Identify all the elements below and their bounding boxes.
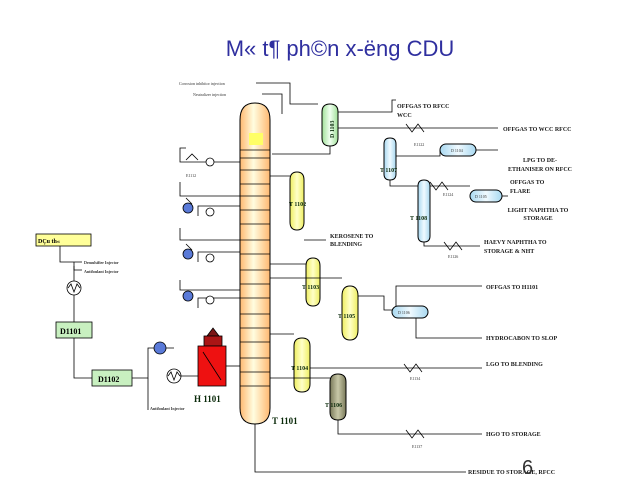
antifoulant-top-line: [73, 266, 82, 271]
t1103-label: T 1103: [302, 285, 319, 291]
corrosion-injection-line: [256, 82, 318, 105]
kerosene-label-1: KEROSENE TO: [330, 234, 374, 240]
drum-d1106: [391, 305, 429, 319]
heavy-naphtha-label-2: STORAGE & NHT: [484, 249, 534, 255]
corrosion-injection-label: Corrosion inhibitor injection: [179, 81, 225, 86]
feed-box: [35, 233, 92, 247]
offgas-h1101-label: OFFGAS TO H1101: [486, 285, 538, 291]
feed-preheater: [66, 280, 82, 296]
h1101-label: H 1101: [194, 394, 221, 404]
light-naphtha-label-2: STORAGE: [523, 216, 552, 222]
tower-t1107: [383, 137, 397, 181]
lpg-label-1: LPG TO DE-: [523, 158, 557, 164]
light-naphtha-label-1: LIGHT NAPHTHA TO: [508, 208, 569, 214]
hydrocarbon-slop-label: HYDROCABON TO SLOP: [486, 336, 557, 342]
neutralizer-injection-label: Neutralizer injection: [193, 92, 226, 97]
t1108-bottoms: [423, 242, 480, 247]
e1112-label: E1112: [186, 173, 196, 178]
neutralizer-injection-line: [262, 93, 283, 114]
stripper-t1105: [341, 285, 359, 341]
feed-label: DÇu th«: [38, 239, 60, 245]
heavy-naphtha-label-1: HAEVY NAPHTHA TO: [484, 240, 547, 246]
drum-d1103: [321, 103, 339, 147]
pumparound-loops: [179, 147, 240, 308]
offgas-rfcc-wcc-label-1: OFFGAS TO RFCC: [397, 104, 449, 110]
tower-t1108: [417, 179, 431, 243]
d1102-label: D1102: [98, 375, 119, 384]
e1134-label: E1134: [410, 376, 420, 381]
slop-line: [415, 318, 482, 339]
e1126-label: E1126: [448, 254, 458, 259]
pumparound-pumps: [182, 157, 215, 305]
offgas-wcc-rfcc-label: OFFGAS TO WCC RFCC: [503, 127, 572, 133]
e1137-exchanger: [405, 429, 425, 439]
d1106-label: D 1106: [398, 310, 410, 315]
d1104-label: D 1104: [451, 148, 463, 153]
stripper-t1102: [289, 171, 305, 231]
t1107-to-d1104: [396, 150, 441, 157]
heater-h1101: [197, 327, 227, 387]
t1105-to-d1106: [358, 295, 392, 311]
e1124-exchanger: [429, 181, 449, 191]
e1122-label: E1122: [414, 142, 424, 147]
feed-line-1: [59, 246, 82, 263]
page-number: 6: [522, 457, 533, 479]
t1101-label: T 1101: [272, 416, 298, 426]
t1104-label: T 1104: [291, 366, 308, 372]
main-column-t1101: [239, 102, 271, 425]
d1105-label: D 1105: [475, 194, 487, 199]
e1124-label: E1124: [443, 192, 453, 197]
offgas-flare-label-1: OFFGAS TO: [510, 180, 545, 186]
t1107-label: T 1107: [380, 168, 397, 174]
t1108-label: T 1108: [410, 216, 427, 222]
offgas-line-top: [338, 99, 396, 113]
lgo-blending-label: LGO TO BLENDING: [486, 362, 543, 368]
page-title: M« t¶ ph©n x-ëng CDU: [226, 36, 455, 61]
e1137-label: E1137: [412, 444, 422, 449]
stripper-t1103: [305, 257, 321, 307]
antifoulant-top-label: Antifoulant Injector: [84, 269, 119, 274]
reflux-line: [272, 146, 331, 155]
residue-label: RESIDUE TO STORAGE, RFCC: [468, 470, 555, 476]
offgas-flare-label-2: FLARE: [510, 189, 530, 195]
stripper-t1106: [329, 373, 347, 421]
t1102-label: T 1102: [289, 202, 306, 208]
d1101-to-d1102: [73, 338, 92, 379]
hgo-line: [337, 420, 482, 435]
e1126-exchanger: [443, 241, 463, 251]
residue-line: [254, 424, 466, 473]
d1103-label: D 1103: [330, 120, 336, 138]
train-exchanger-2: [166, 368, 182, 384]
t1105-label: T 1105: [338, 314, 355, 320]
train-exchanger-1: [153, 341, 167, 355]
t1107-bottoms: [389, 180, 418, 187]
t1106-label: T 1106: [325, 403, 342, 409]
offgas-h1101-line: [395, 285, 482, 306]
offgas-rfcc-wcc-label-2: WCC: [397, 113, 412, 119]
lpg-label-2: ETHANISER ON RFCC: [508, 167, 572, 173]
stripper-t1104: [293, 337, 311, 393]
e1122-exchanger: [405, 123, 425, 133]
antifoulant-bottom-label: Antifoulant Injector: [150, 406, 185, 411]
hgo-storage-label: HGO TO STORAGE: [486, 432, 541, 438]
kerosene-label-2: BLENDING: [330, 242, 362, 248]
column-trays: [240, 149, 270, 387]
d1101-label: D1101: [60, 327, 81, 336]
e1134-exchanger: [403, 363, 423, 373]
demulsifier-label: Demulsifier Injector: [84, 260, 119, 265]
